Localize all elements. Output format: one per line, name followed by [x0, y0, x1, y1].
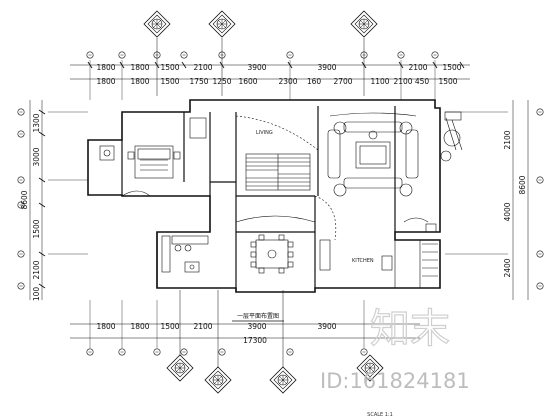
dim-text: 1250: [212, 77, 231, 86]
dim-text: 1600: [238, 77, 257, 86]
dim-text: 3900: [317, 322, 336, 331]
dim-text: 1500: [32, 219, 41, 238]
axis-bubbles-top: [86, 51, 439, 59]
dim-text: 3900: [317, 63, 336, 72]
dim-text: 4000: [503, 202, 512, 221]
top-dimension-row-1: 1800 1800 1500 2100 3900 3900 2100 1500: [96, 63, 461, 72]
watermark: 知末 ID:161824181: [320, 305, 470, 393]
dim-text: 1500: [438, 77, 457, 86]
dim-text: 450: [415, 77, 430, 86]
room-label-living: LIVING: [256, 130, 273, 136]
right-dimension-lines: [512, 100, 529, 300]
bottom-dimension-lines: [70, 323, 420, 339]
grid-leaders: [48, 60, 508, 348]
dim-text: 1500: [160, 77, 179, 86]
dim-text: 3900: [247, 63, 266, 72]
dim-text: 160: [307, 77, 322, 86]
axis-bubbles-bottom: [86, 348, 368, 356]
building-walls: [87, 99, 441, 293]
compass-symbols-top: [143, 10, 378, 38]
dim-text: 3000: [32, 147, 41, 166]
dim-text: 1800: [130, 322, 149, 331]
dim-text: 2100: [193, 63, 212, 72]
dim-text: 1800: [96, 63, 115, 72]
plan-title: 一层平面布置图: [237, 312, 279, 320]
dim-text: 1800: [130, 77, 149, 86]
dim-text: 1500: [160, 322, 179, 331]
dim-total-text: 17300: [243, 336, 267, 345]
dim-text: 2400: [503, 258, 512, 277]
bottom-dimension-row: 1800 1800 1500 2100 3900 3900 17300: [96, 322, 336, 345]
room-label-kitchen: KITCHEN: [352, 258, 374, 264]
dim-text: 1500: [442, 63, 461, 72]
watermark-logo: 知末: [370, 306, 450, 352]
dim-text: 2100: [503, 130, 512, 149]
dim-text: 8600: [518, 175, 527, 194]
top-dimension-row-2: 1800 1800 1500 1750 1250 1600 2300 160 2…: [96, 77, 457, 86]
dim-text: 2100: [393, 77, 412, 86]
bedroom-area: [99, 117, 207, 197]
watermark-id: ID:161824181: [320, 369, 470, 393]
living-room-furniture: [327, 111, 463, 233]
dim-text: 2100: [32, 260, 41, 279]
left-dimension-lines: [29, 100, 46, 300]
drawing-title-block: 一层平面布置图 SCALE 1:1: [232, 312, 393, 418]
right-dimension-texts: 2100 4000 8600 2400: [503, 130, 527, 277]
dining-area: [235, 195, 337, 274]
axis-bubbles-right: [536, 108, 544, 290]
staircase: [235, 115, 319, 191]
dim-text: 1800: [130, 63, 149, 72]
dim-text: 1500: [160, 63, 179, 72]
dim-text: 1300: [32, 113, 41, 132]
dim-text: 2100: [193, 322, 212, 331]
dim-text: 3900: [247, 322, 266, 331]
scale-text: SCALE 1:1: [367, 412, 393, 418]
dim-text: 8600: [20, 190, 29, 209]
kitchen-area: [161, 235, 438, 288]
room-labels: LIVING KITCHEN: [256, 130, 374, 264]
dim-text: 2100: [408, 63, 427, 72]
dim-text: 2300: [278, 77, 297, 86]
dim-text: 1800: [96, 77, 115, 86]
axis-lines: [156, 38, 365, 368]
left-dimension-texts: 1300 3000 8600 1500 2100 100: [20, 113, 41, 301]
dim-text: 2700: [333, 77, 352, 86]
dim-text: 1800: [96, 322, 115, 331]
dim-text: 1750: [189, 77, 208, 86]
dim-text: 1100: [370, 77, 389, 86]
dim-text: 100: [32, 287, 41, 302]
